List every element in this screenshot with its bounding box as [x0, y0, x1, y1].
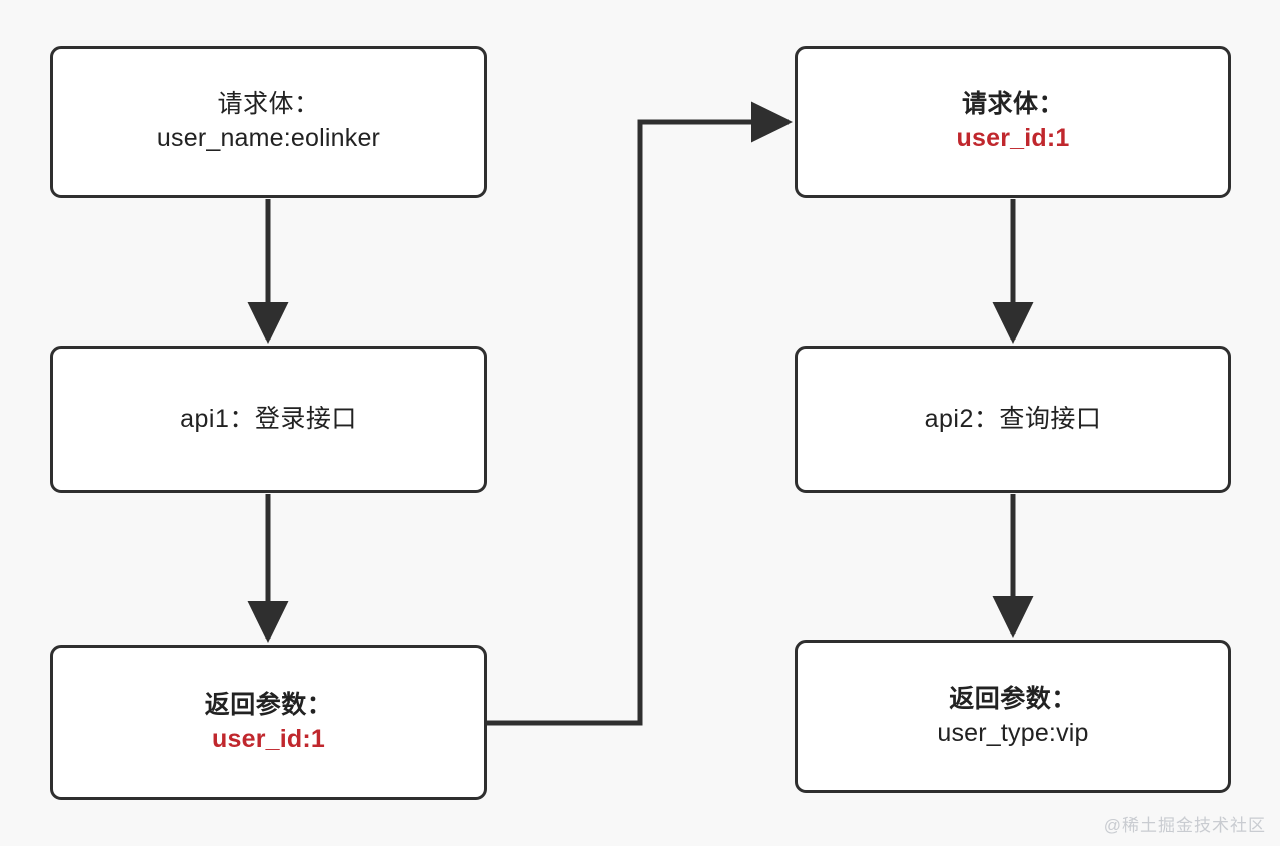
node-req-login-line1: 请求体： [217, 90, 320, 119]
node-req-login-line2: user_name:eolinker [156, 124, 381, 152]
node-response-params-login[interactable]: 返回参数： user_id:1 [50, 645, 487, 800]
node-resp-login-line2: user_id:1 [212, 724, 325, 753]
node-api1-login[interactable]: api1：登录接口 [50, 346, 487, 493]
node-req-query-line2: user_id:1 [956, 124, 1070, 152]
watermark: @稀土掘金技术社区 [1103, 816, 1266, 835]
node-request-body-login[interactable]: 请求体： user_name:eolinker [50, 46, 487, 198]
node-request-body-query[interactable]: 请求体： user_id:1 [795, 46, 1231, 198]
edge-resp-login-to-req-query [487, 101, 794, 726]
node-req-query-line1: 请求体： [961, 90, 1064, 119]
node-resp-query-line2: user_type:vip [937, 718, 1089, 747]
node-resp-login-line1: 返回参数： [204, 690, 333, 719]
node-response-params-query[interactable]: 返回参数： user_type:vip [795, 640, 1231, 793]
node-api1-label: api1：登录接口 [180, 404, 357, 433]
node-api2-label: api2：查询接口 [924, 404, 1102, 433]
node-resp-query-line1: 返回参数： [949, 684, 1077, 713]
node-api2-query[interactable]: api2：查询接口 [795, 346, 1231, 493]
